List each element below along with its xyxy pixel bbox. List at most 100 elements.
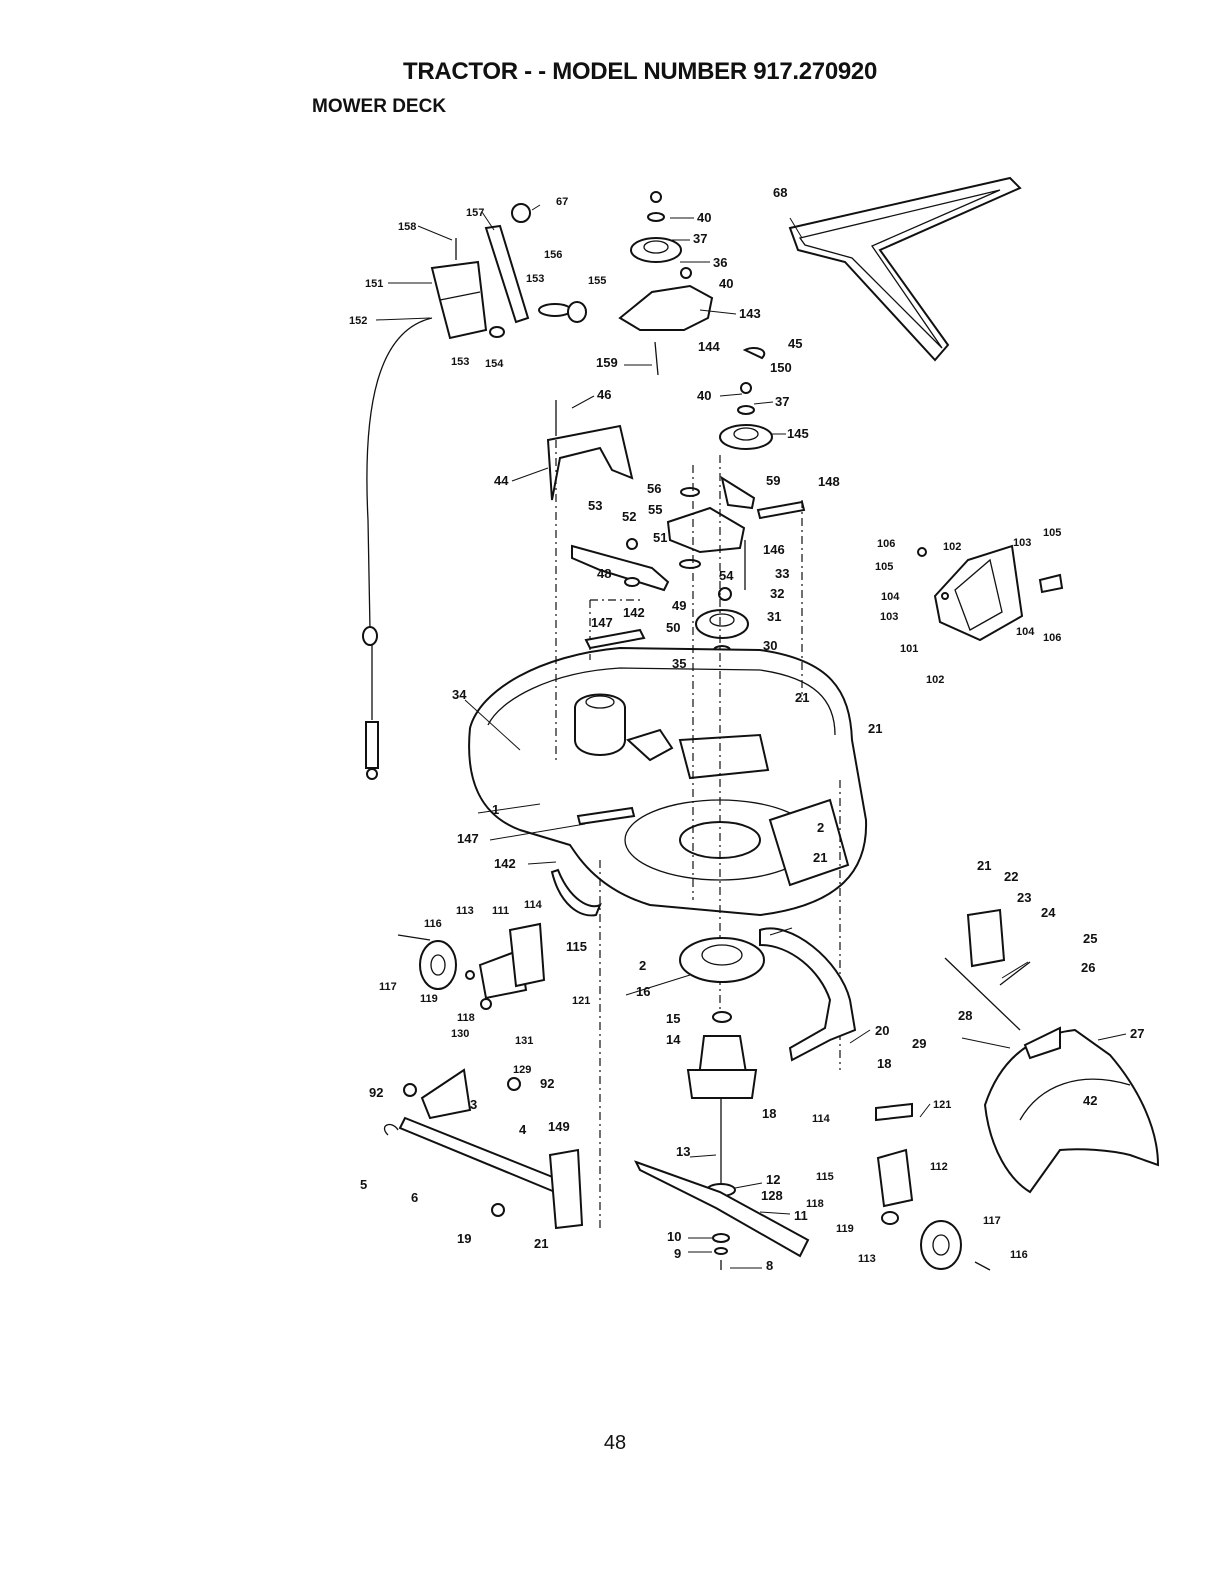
front-lift-link — [383, 1068, 584, 1230]
callout: 115 — [816, 1171, 834, 1183]
callout: 158 — [398, 221, 416, 233]
callout: 5 — [360, 1177, 367, 1192]
callout: 68 — [773, 185, 787, 200]
callout: 147 — [457, 831, 479, 846]
callout: 27 — [1130, 1026, 1144, 1041]
callout: 147 — [591, 615, 613, 630]
callout: 157 — [466, 207, 484, 219]
callout: 37 — [775, 394, 789, 409]
callout: 67 — [556, 196, 568, 208]
callout: 128 — [761, 1188, 783, 1203]
height-adjust-lever-assembly — [430, 203, 587, 340]
callout: 144 — [698, 339, 720, 354]
callout: 24 — [1041, 905, 1056, 920]
callout: 116 — [424, 918, 442, 930]
idler-pulley-upper — [618, 191, 773, 450]
callout: 46 — [597, 387, 611, 402]
callout: 146 — [763, 542, 785, 557]
callout: 52 — [622, 509, 636, 524]
callout: 142 — [623, 605, 645, 620]
callout: 50 — [666, 620, 680, 635]
callout: 119 — [836, 1223, 854, 1235]
callout: 15 — [666, 1011, 680, 1026]
callout: 102 — [943, 541, 961, 553]
callout: 8 — [766, 1258, 773, 1273]
callout: 48 — [597, 566, 611, 581]
callout: 30 — [763, 638, 777, 653]
callout: 114 — [524, 899, 543, 911]
callout: 21 — [977, 858, 991, 873]
blade-spindle-assembly — [633, 937, 810, 1270]
callout: 131 — [515, 1035, 533, 1047]
callout: 44 — [494, 473, 509, 488]
callout: 59 — [766, 473, 780, 488]
leader-lines — [375, 204, 1127, 1269]
callout: 54 — [719, 568, 734, 583]
left-gauge-wheel-assembly — [397, 922, 546, 1010]
callout: 21 — [813, 850, 827, 865]
callout: 149 — [548, 1119, 570, 1134]
callout: 49 — [672, 598, 686, 613]
callout: 114 — [812, 1113, 831, 1125]
section-subtitle: MOWER DECK — [312, 96, 447, 117]
discharge-baffle — [917, 544, 1064, 642]
callout: 101 — [900, 643, 918, 655]
callout: 9 — [674, 1246, 681, 1261]
drive-belt — [788, 176, 1022, 362]
callout: 121 — [933, 1099, 951, 1111]
callout: 45 — [788, 336, 802, 351]
callout: 142 — [494, 856, 516, 871]
callout: 18 — [762, 1106, 776, 1121]
callout: 18 — [877, 1056, 891, 1071]
callout: 153 — [451, 356, 469, 368]
callout: 14 — [666, 1032, 681, 1047]
callout: 92 — [369, 1085, 383, 1100]
callout: 117 — [379, 981, 397, 993]
callout: 153 — [526, 273, 544, 285]
callout: 55 — [648, 502, 662, 517]
callout: 19 — [457, 1231, 471, 1246]
control-cable — [362, 317, 433, 780]
callout: 104 — [1016, 626, 1035, 638]
callout-labels: 1 2 2 3 4 5 6 8 9 10 11 12 13 14 15 16 1… — [349, 185, 1144, 1273]
callout: 113 — [456, 905, 474, 917]
callout: 26 — [1081, 960, 1095, 975]
discharge-chute: 42 — [944, 908, 1160, 1194]
callout: 1 — [492, 802, 499, 817]
callout: 117 — [983, 1215, 1001, 1227]
callout: 106 — [877, 538, 895, 550]
callout: 143 — [739, 306, 761, 321]
callout: 21 — [534, 1236, 548, 1251]
callout: 13 — [676, 1144, 690, 1159]
belt-guard — [546, 400, 634, 501]
callout: 119 — [420, 993, 438, 1005]
callout: 21 — [795, 690, 809, 705]
callout: 106 — [1043, 632, 1061, 644]
callout: 35 — [672, 656, 686, 671]
front-hanger-bracket — [759, 927, 857, 1062]
deck-hanger-rods — [550, 628, 646, 917]
callout: 105 — [875, 561, 893, 573]
callout: 34 — [452, 687, 467, 702]
callout: 29 — [912, 1036, 926, 1051]
callout: 21 — [868, 721, 882, 736]
callout: 156 — [544, 249, 562, 261]
callout: 20 — [875, 1023, 889, 1038]
callout: 130 — [451, 1028, 469, 1040]
callout: 103 — [1013, 537, 1031, 549]
callout: 152 — [349, 315, 367, 327]
callout: 31 — [767, 609, 781, 624]
callout: 151 — [365, 278, 383, 290]
chute-decal: 42 — [1083, 1093, 1097, 1108]
callout: 112 — [930, 1161, 948, 1173]
callout: 102 — [926, 674, 944, 686]
callout: 118 — [457, 1012, 475, 1024]
callout: 11 — [794, 1208, 808, 1223]
callout: 115 — [566, 939, 587, 954]
callout: 25 — [1083, 931, 1097, 946]
page-title: TRACTOR - - MODEL NUMBER 917.270920 — [402, 58, 878, 85]
callout: 111 — [492, 905, 509, 917]
callout: 103 — [880, 611, 898, 623]
callout: 150 — [770, 360, 792, 375]
